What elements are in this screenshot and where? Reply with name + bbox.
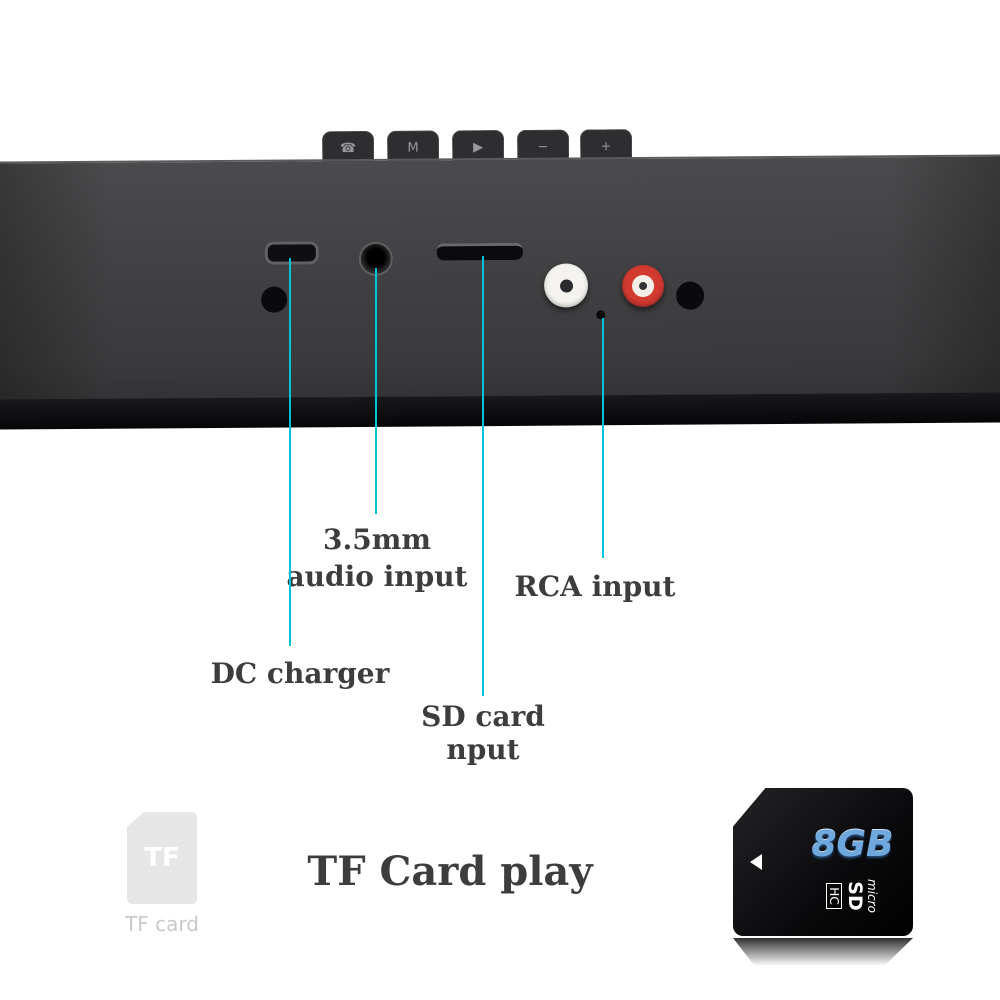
label-audio-input: 3.5mm audio input	[250, 521, 504, 595]
speaker-base-strip	[0, 392, 1000, 430]
label-sd-line1: SD card	[421, 700, 545, 733]
mode-icon: M	[407, 140, 419, 156]
minus-icon: −	[537, 139, 549, 155]
microsd-logo-hc: HC	[826, 883, 842, 909]
rca-jack-white	[543, 263, 589, 308]
label-dc-charger: DC charger	[210, 657, 390, 690]
microsd-logo-sd: SD	[844, 881, 866, 911]
plus-icon: +	[600, 138, 612, 154]
micro-usb-port	[264, 241, 319, 265]
microsd-card	[733, 788, 913, 936]
rca-jack-red	[621, 264, 665, 308]
microsd-arrow-icon	[750, 854, 762, 870]
label-audio-line2: audio input	[286, 560, 468, 593]
headline-tf-card-play: TF Card play	[307, 848, 593, 895]
label-audio-line1: 3.5mm	[323, 523, 431, 556]
sd-card-slot	[436, 242, 523, 261]
microsd-logo: micro SD HC	[826, 866, 879, 926]
callout-line-dc-charger	[289, 258, 291, 646]
callout-line-sd-card	[482, 256, 484, 696]
label-rca-input: RCA input	[514, 570, 676, 603]
rca-red-hole	[639, 281, 648, 291]
screw-right	[676, 281, 705, 310]
speaker-back-panel	[0, 154, 1000, 402]
rca-white-hole	[559, 278, 573, 293]
callout-line-audio-input	[375, 268, 377, 514]
tf-card-caption: TF card	[125, 912, 199, 936]
label-sd-card: SD card nput	[380, 700, 586, 766]
screw-left	[261, 286, 288, 313]
callout-line-rca-input	[602, 318, 604, 558]
rca-red-ring	[631, 274, 655, 298]
microsd-reflection	[733, 938, 913, 966]
tf-card-icon-text: TF	[144, 843, 180, 873]
speaker-bar: ☎ M ▶ − +	[0, 124, 1000, 431]
tf-card-icon: TF	[127, 812, 197, 904]
label-sd-line2: nput	[446, 733, 520, 766]
microsd-logo-micro: micro	[865, 879, 879, 913]
phone-icon: ☎	[339, 140, 357, 156]
microsd-capacity: 8GB	[811, 824, 894, 865]
play-icon: ▶	[473, 139, 484, 155]
